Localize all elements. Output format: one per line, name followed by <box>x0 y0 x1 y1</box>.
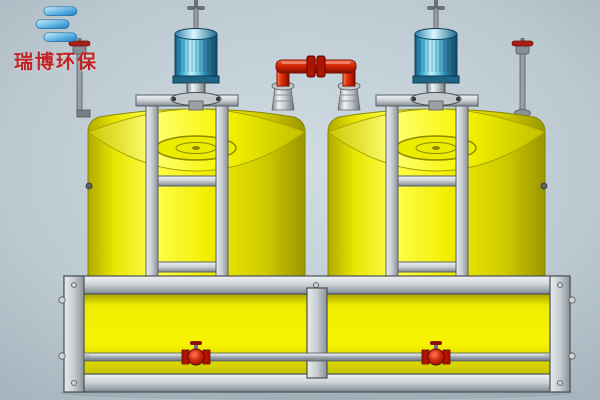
right-feed-pipe <box>511 38 534 117</box>
left-drain-valve <box>181 341 211 366</box>
logo: 瑞博环保 <box>8 4 104 74</box>
drain-pipe <box>83 341 551 366</box>
logo-icon <box>35 6 78 42</box>
logo-text: 瑞博环保 <box>13 52 98 73</box>
right-drain-valve <box>421 341 451 366</box>
frame-bolts <box>58 282 576 386</box>
base-frame <box>63 275 571 393</box>
left-tank-bolt <box>85 182 93 190</box>
transfer-pipe <box>271 55 361 111</box>
left-feed-pipe <box>68 38 91 118</box>
right-tank-bolt <box>540 182 548 190</box>
